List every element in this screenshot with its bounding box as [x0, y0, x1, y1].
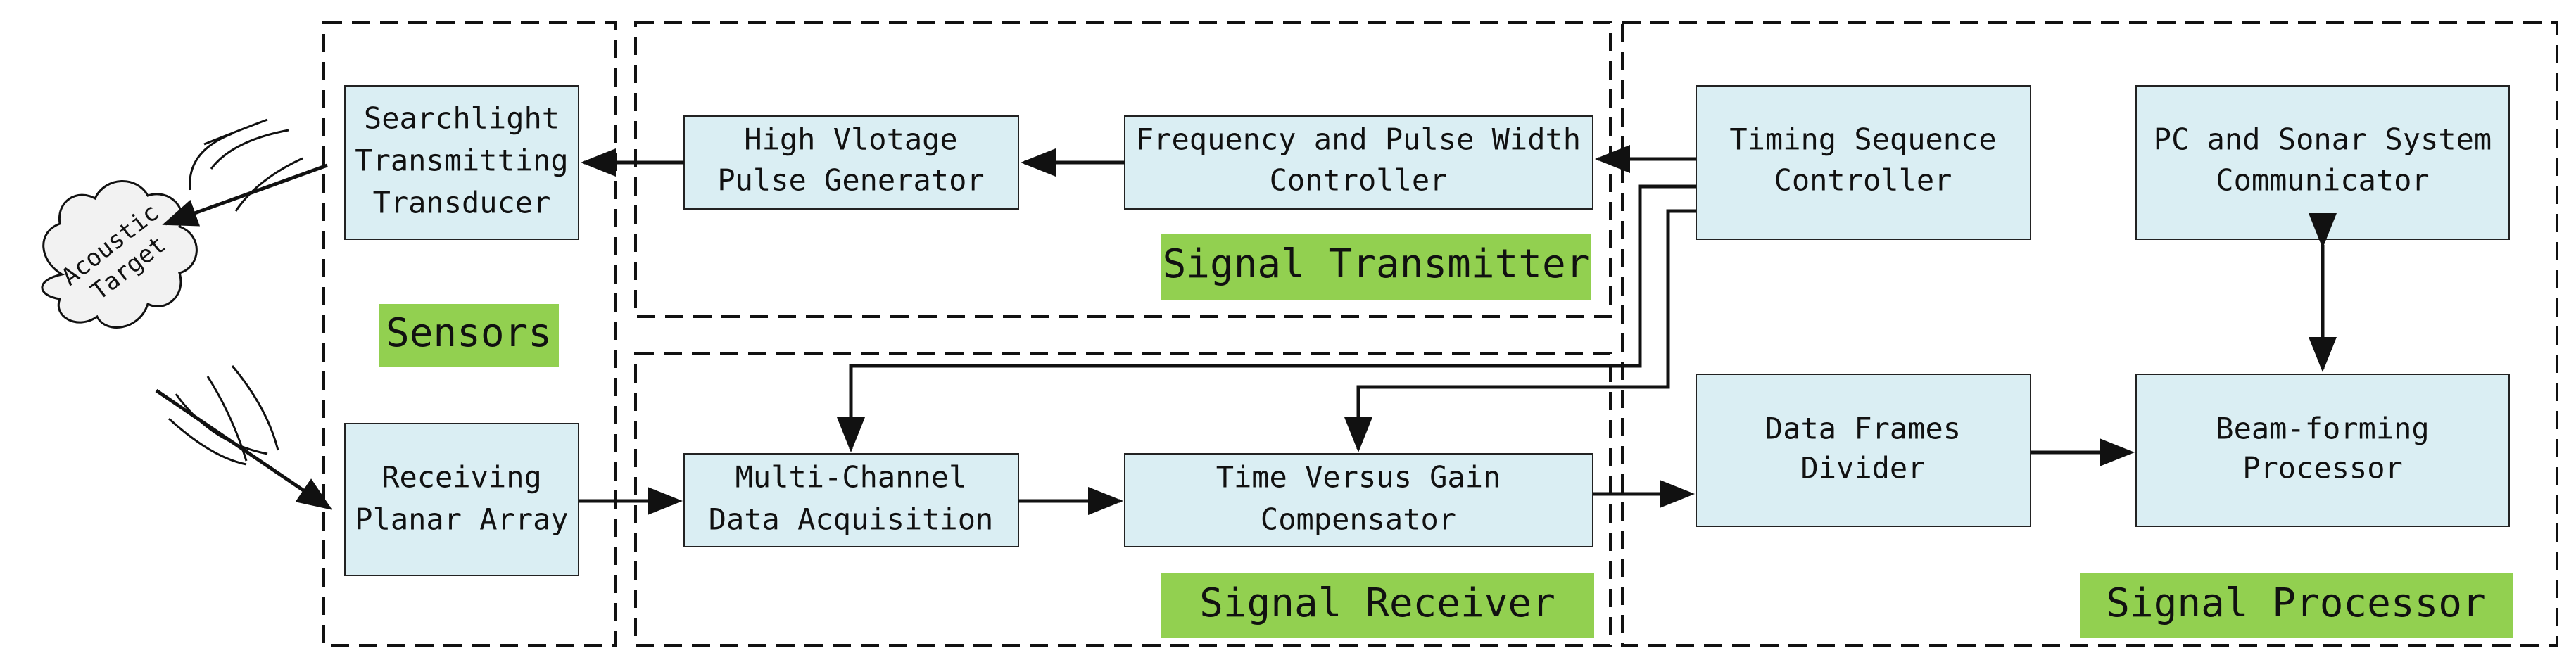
receiving-planar-array-block: Receiving Planar Array — [344, 423, 579, 576]
receive-wave-arcs — [168, 365, 279, 466]
receiver-tag-text: Signal Receiver — [1199, 580, 1555, 626]
hv-pulse-line-2: Pulse Generator — [717, 163, 984, 198]
processor-group-box — [1621, 21, 2558, 647]
timing-sequence-controller-block: Timing Sequence Controller — [1696, 85, 2031, 240]
processor-tag: Signal Processor — [2080, 573, 2513, 638]
hv-pulse-line-1: High Vlotage — [744, 122, 957, 157]
searchlight-transducer-block: Searchlight Transmitting Transducer — [344, 85, 579, 240]
arrow-timing-to-multichannel — [837, 184, 1696, 452]
transmitter-tag-text: Signal Transmitter — [1163, 241, 1590, 287]
sensors-tag-text: Sensors — [386, 310, 552, 356]
receiver-group-box — [634, 352, 1612, 647]
timing-line-1: Timing Sequence — [1729, 122, 1996, 157]
beamforming-line-2: Processor — [2242, 451, 2403, 485]
data-frames-line-2: Divider — [1800, 451, 1925, 485]
arrow-transducer-to-target — [162, 163, 328, 227]
multi-channel-data-acquisition-block: Multi-Channel Data Acquisition — [683, 453, 1019, 547]
sensors-group-box — [322, 21, 617, 647]
frequency-pulse-width-controller-block: Frequency and Pulse Width Controller — [1124, 115, 1593, 210]
sensors-tag: Sensors — [379, 304, 559, 367]
data-frames-line-1: Data Frames — [1765, 412, 1961, 446]
receiver-tag: Signal Receiver — [1161, 573, 1594, 638]
searchlight-line-1: Searchlight — [364, 101, 560, 136]
pc-sonar-line-1: PC and Sonar System — [2154, 122, 2492, 157]
pc-sonar-communicator-block: PC and Sonar System Communicator — [2135, 85, 2510, 240]
freq-pulse-line-1: Frequency and Pulse Width — [1136, 122, 1581, 157]
arrow-target-to-receiving-array — [155, 388, 333, 510]
timing-line-2: Controller — [1774, 163, 1952, 198]
acoustic-target-cloud: Acoustic Target — [41, 180, 198, 329]
transmitter-group-box — [634, 21, 1612, 318]
arrow-timing-to-tvg — [1344, 209, 1696, 452]
searchlight-line-3: Transducer — [373, 186, 551, 220]
beam-forming-processor-block: Beam-forming Processor — [2135, 374, 2510, 527]
processor-tag-text: Signal Processor — [2106, 580, 2485, 626]
searchlight-line-2: Transmitting — [355, 144, 568, 178]
high-voltage-pulse-generator-block: High Vlotage Pulse Generator — [683, 115, 1019, 210]
tvg-line-2: Compensator — [1261, 502, 1456, 537]
tvg-line-1: Time Versus Gain — [1216, 460, 1501, 495]
beamforming-line-1: Beam-forming — [2216, 412, 2429, 446]
data-frames-divider-block: Data Frames Divider — [1696, 374, 2031, 527]
freq-pulse-line-2: Controller — [1270, 163, 1448, 198]
multichannel-line-2: Data Acquisition — [709, 502, 994, 537]
time-versus-gain-compensator-block: Time Versus Gain Compensator — [1124, 453, 1593, 547]
receiving-line-2: Planar Array — [355, 502, 568, 537]
transmitter-tag: Signal Transmitter — [1161, 234, 1591, 300]
receiving-line-1: Receiving — [381, 460, 542, 495]
pc-sonar-line-2: Communicator — [2216, 163, 2429, 198]
multichannel-line-1: Multi-Channel — [735, 460, 967, 495]
transmit-wave-arcs — [189, 118, 303, 212]
